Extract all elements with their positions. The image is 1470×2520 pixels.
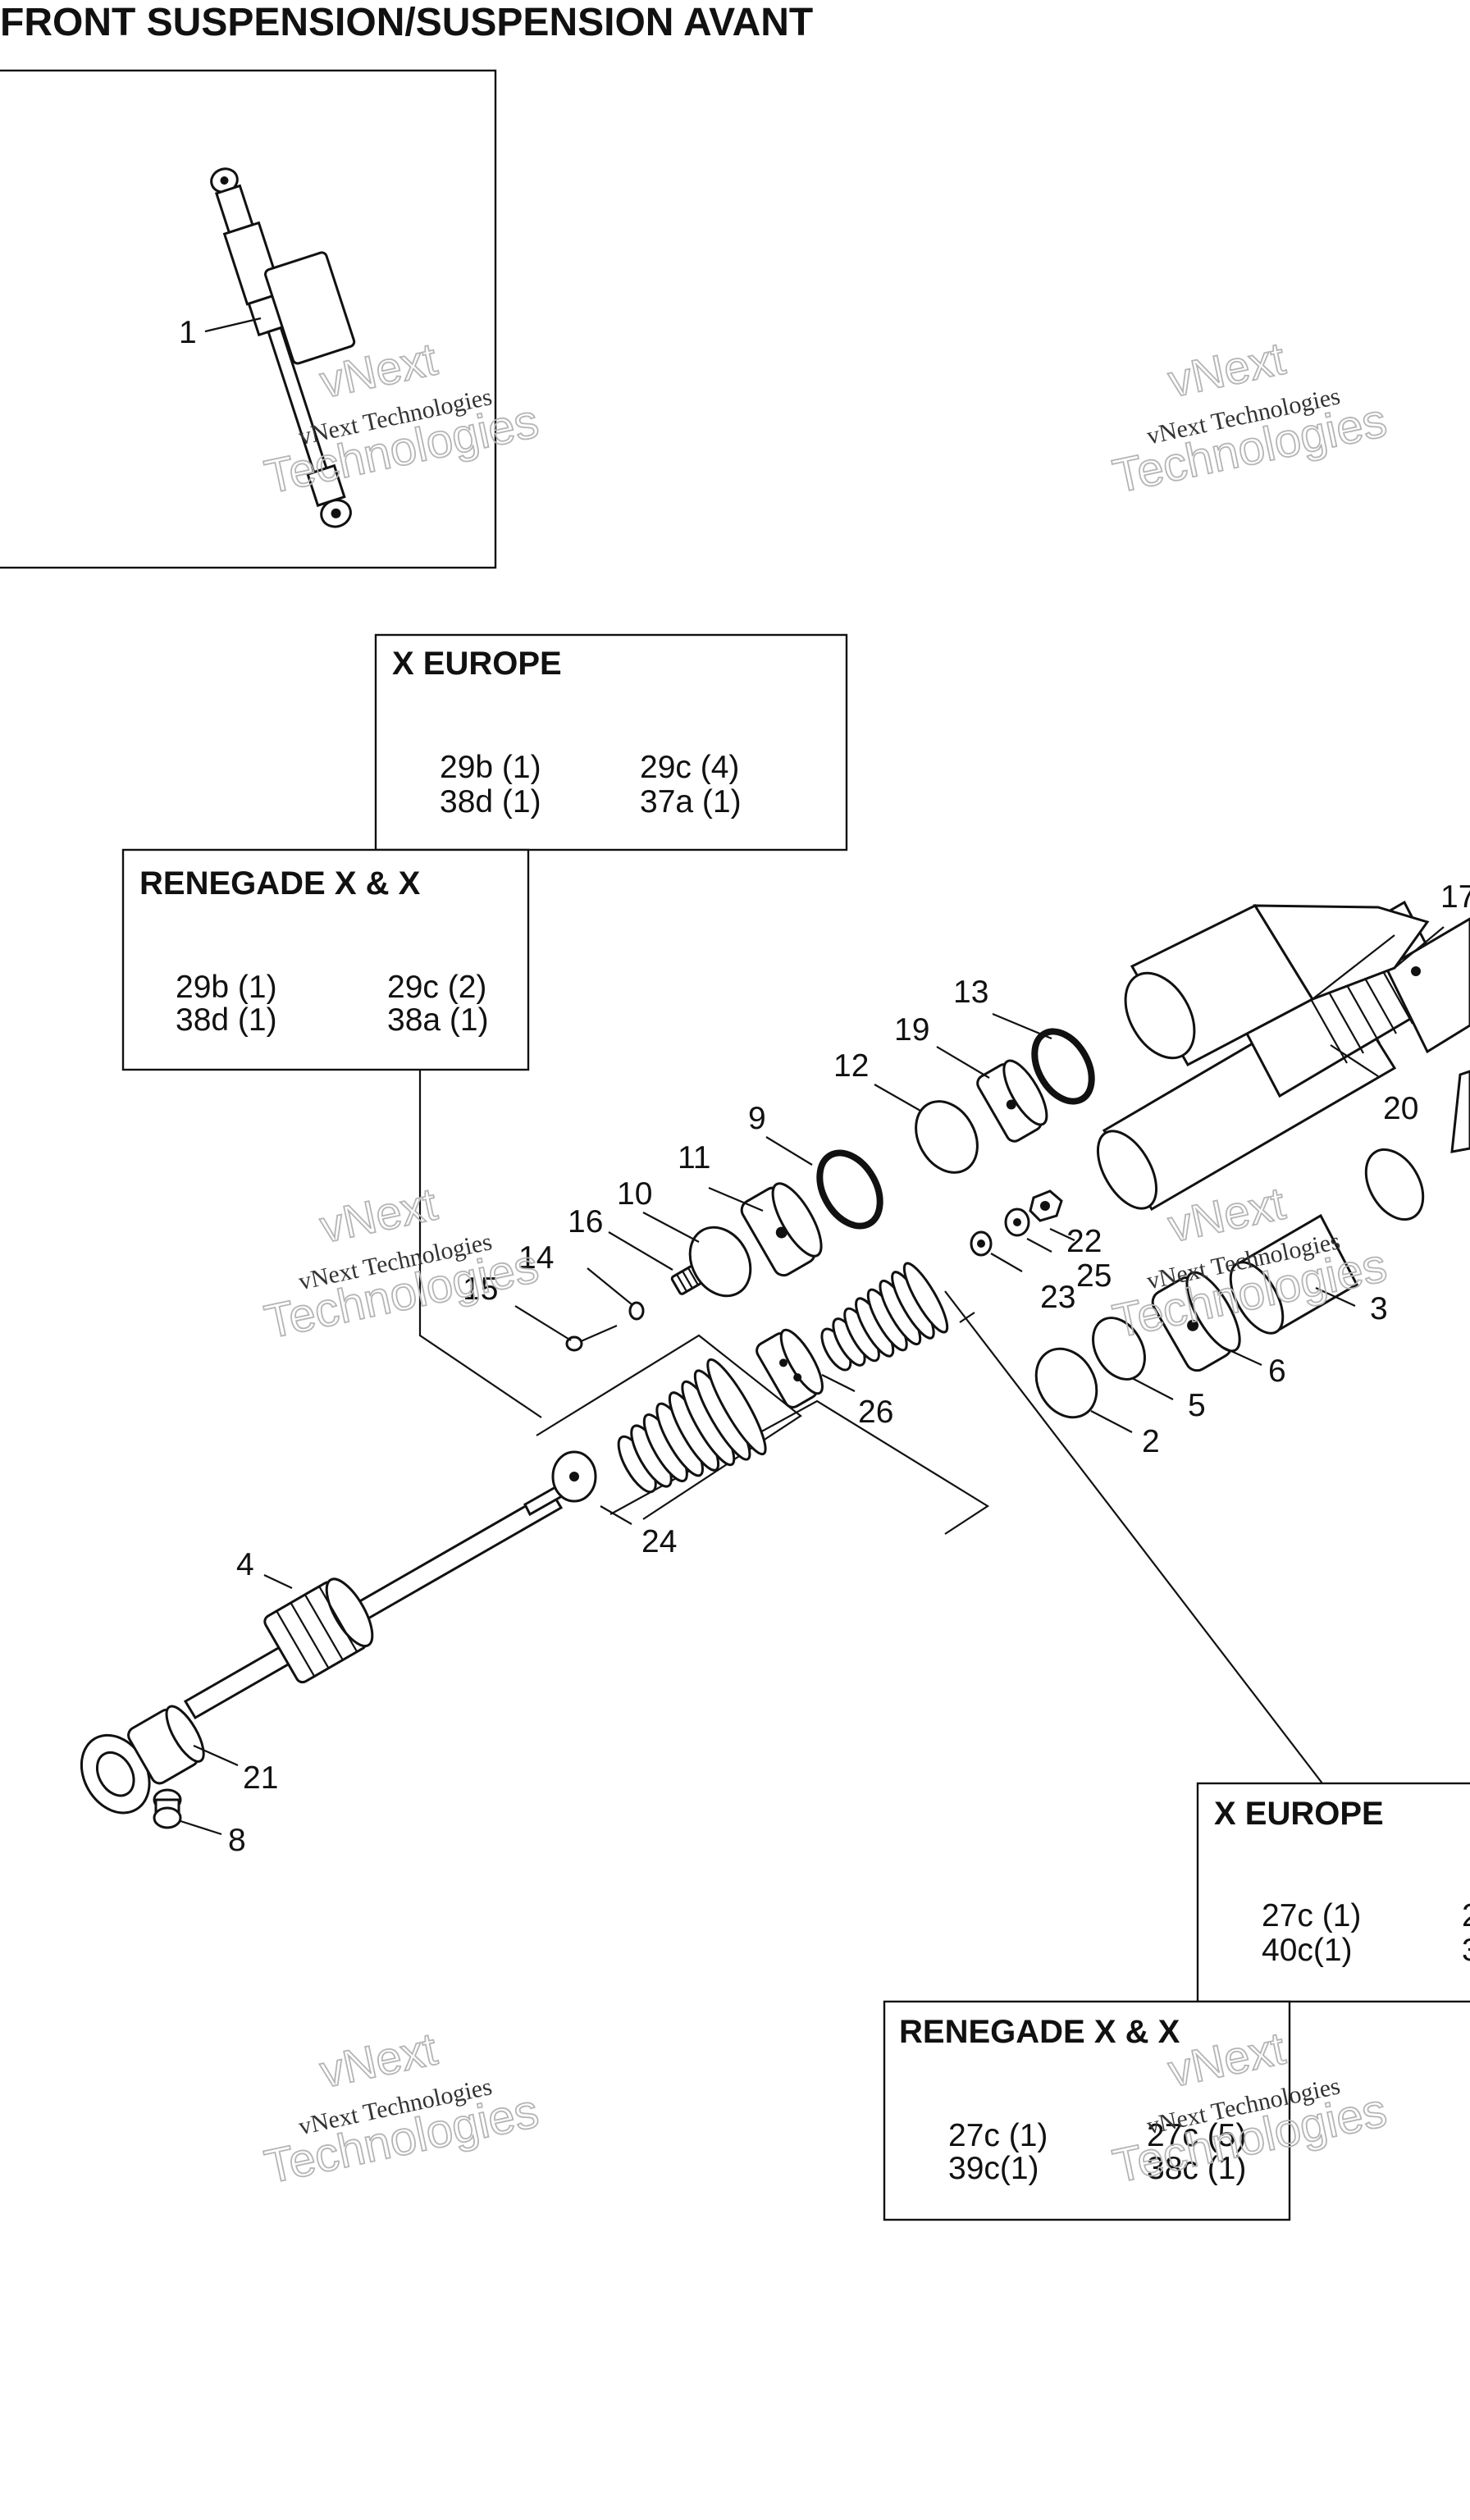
callout-24: 24 (641, 1524, 677, 1559)
svg-text:X EUROPE: X EUROPE (1214, 1796, 1384, 1832)
callout-20: 20 (1383, 1091, 1418, 1126)
info-box-x-europe-top: X EUROPE 29b (1) 29c (4) 38d (1) 37a (1) (374, 633, 848, 851)
svg-text:40c(1): 40c(1) (1262, 1933, 1353, 1968)
part-22-nut (1029, 1189, 1063, 1222)
svg-text:29c (2): 29c (2) (387, 970, 486, 1005)
callout-2: 2 (1142, 1424, 1160, 1459)
svg-text:29b (1): 29b (1) (176, 970, 277, 1005)
part-24-shim-stack (551, 1358, 767, 1503)
svg-text:38d (1): 38d (1) (176, 1002, 277, 1038)
info-box-renegade-bottom: RENEGADE X & X 27c (1) 27c (5) 39c(1) 38… (883, 2000, 1291, 2221)
part-6-piston (1151, 1271, 1241, 1372)
part-2-disk (1034, 1347, 1098, 1419)
svg-text:29c (4): 29c (4) (640, 750, 739, 785)
part-17-reservoir (1124, 904, 1430, 1067)
callout-3: 3 (1370, 1291, 1388, 1326)
leader-lines (180, 926, 1445, 1836)
callout-8: 8 (228, 1823, 246, 1858)
watermark-3: vNext vNext Technologies Technologies (259, 1177, 543, 1350)
part-19-cap (976, 1059, 1048, 1143)
svg-text:38a (1): 38a (1) (387, 1002, 489, 1038)
callout-19: 19 (894, 1012, 929, 1048)
callout-6: 6 (1268, 1354, 1286, 1389)
svg-text:27c (1): 27c (1) (948, 2118, 1048, 2153)
svg-text:27c (1): 27c (1) (1262, 1898, 1361, 1933)
part-25-washer (1004, 1208, 1030, 1237)
svg-text:RENEGADE X & X: RENEGADE X & X (139, 865, 421, 902)
callout-26: 26 (858, 1395, 893, 1430)
inset-frame (0, 69, 497, 569)
info-box-renegade-top: RENEGADE X & X 29b (1) 29c (2) 38d (1) 3… (121, 848, 530, 1071)
svg-text:37a (1): 37a (1) (640, 784, 742, 819)
part-23-washer (970, 1230, 993, 1257)
part-5-disk (1092, 1317, 1146, 1381)
callout-4: 4 (236, 1547, 254, 1582)
svg-text:27c (5): 27c (5) (1147, 2118, 1246, 2153)
part-12-disk (915, 1100, 979, 1174)
callout-numbers: 13 19 12 9 11 10 16 14 15 17 20 22 25 23… (228, 879, 1470, 1858)
part-21-eyelet (80, 1705, 205, 1815)
page-title: FRONT SUSPENSION/SUSPENSION AVANT (0, 1, 814, 44)
callout-21: 21 (243, 1760, 278, 1796)
info-box-x-europe-bottom: X EUROPE 27c (1) 2 40c(1) 3 (1196, 1782, 1470, 2003)
callout-12: 12 (833, 1048, 869, 1084)
callout-13: 13 (953, 975, 988, 1010)
svg-text:vNext: vNext (1164, 332, 1290, 407)
svg-text:X EUROPE: X EUROPE (392, 646, 562, 682)
part-shaft (183, 1474, 581, 1720)
part-16-valve (670, 1265, 703, 1295)
callout-16: 16 (568, 1204, 603, 1239)
part-10-disk (688, 1226, 752, 1298)
part-14-oring (628, 1301, 645, 1321)
svg-text:3: 3 (1462, 1933, 1470, 1968)
svg-text:2: 2 (1462, 1898, 1470, 1933)
callout-11: 11 (678, 1140, 711, 1176)
callout-9: 9 (748, 1101, 766, 1136)
svg-text:vNext: vNext (316, 1177, 442, 1252)
callout-14: 14 (518, 1240, 554, 1276)
callout-5: 5 (1188, 1388, 1206, 1423)
watermark-2: vNext vNext Technologies Technologies (1107, 331, 1391, 504)
callout-17: 17 (1440, 879, 1470, 915)
svg-text:38d (1): 38d (1) (440, 784, 541, 819)
callout-25: 25 (1076, 1258, 1112, 1294)
part-8-bushing (153, 1788, 182, 1829)
shock-assembly-thumbnail (210, 167, 356, 528)
callout-1: 1 (179, 315, 197, 350)
part-11-piston-head (740, 1182, 823, 1277)
svg-text:29b (1): 29b (1) (440, 750, 541, 785)
part-26-piston (756, 1328, 824, 1408)
part-3-sleeve (1229, 1213, 1358, 1335)
watermark-5: vNext vNext Technologies Technologies (259, 2022, 543, 2195)
callout-22: 22 (1066, 1224, 1102, 1259)
callout-23: 23 (1040, 1280, 1075, 1315)
svg-text:38c (1): 38c (1) (1147, 2151, 1246, 2186)
svg-text:39c(1): 39c(1) (948, 2151, 1039, 2186)
callout-10: 10 (617, 1176, 652, 1212)
callout-15: 15 (463, 1271, 498, 1307)
svg-text:RENEGADE X & X: RENEGADE X & X (899, 2014, 1180, 2050)
part-15-needle (565, 1324, 618, 1352)
svg-text:vNext: vNext (316, 2022, 442, 2097)
part-shim-stack-small (820, 1262, 949, 1372)
part-9-oring (816, 1149, 883, 1230)
part-partial-right (1364, 1070, 1470, 1221)
part-4-collar (263, 1577, 374, 1684)
part-13-oring (1031, 1028, 1095, 1105)
